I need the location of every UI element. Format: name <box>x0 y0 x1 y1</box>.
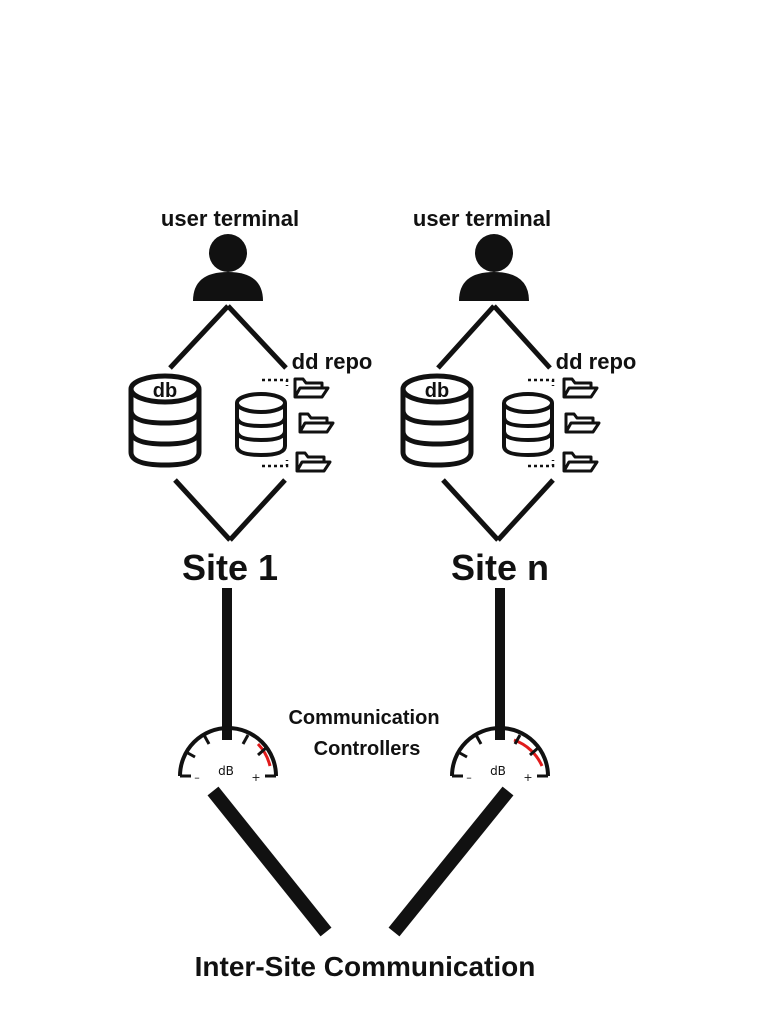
site-1-user-terminal-label: user terminal <box>161 206 299 231</box>
site-n-db-label: db <box>425 380 449 402</box>
site-1-folder-icon <box>298 412 335 434</box>
inter-site-link-right <box>388 786 514 937</box>
site-1-link-right-top <box>226 304 288 370</box>
site-1-db-label: db <box>153 380 177 402</box>
site-1-repo-connector-top <box>262 378 289 386</box>
site-n-user-icon <box>459 234 529 301</box>
site-n-gauge-unit: dB <box>490 764 506 778</box>
site-1-gauge-minus: – <box>194 771 200 784</box>
site-n-gauge-minus: – <box>466 771 472 784</box>
site-n-dd-repo-label: dd repo <box>556 349 637 374</box>
site-n-link-left-top <box>436 304 496 370</box>
site-1-folder-icon <box>293 377 330 399</box>
site-n-repo-database-icon <box>502 392 554 458</box>
site-1-dd-repo-label: dd repo <box>292 349 373 374</box>
inter-site-link-left <box>207 786 332 937</box>
inter-site-communication-label: Inter-Site Communication <box>195 951 536 982</box>
site-1-user-icon <box>193 234 263 301</box>
site-n-folder-icon <box>564 412 601 434</box>
site-1-link-left-top <box>168 304 230 370</box>
site-1-link-right-bottom <box>228 478 287 542</box>
site-n-gauge-icon <box>450 726 550 778</box>
site-1-gauge-plus: + <box>251 771 260 784</box>
site-1-label: Site 1 <box>182 547 278 588</box>
site-1-gauge-unit: dB <box>218 764 234 778</box>
site-n-group: user terminal dd repo db <box>400 206 637 784</box>
site-n-label: Site n <box>451 547 549 588</box>
controllers-label-line-2: Controllers <box>314 738 421 760</box>
site-n-user-terminal-label: user terminal <box>413 206 551 231</box>
site-n-link-right-top <box>492 304 552 370</box>
site-n-folder-icon <box>562 377 599 399</box>
site-n-db-icon <box>400 373 474 468</box>
site-1-group: user terminal dd repo db <box>128 206 373 784</box>
site-1-folder-icon <box>295 451 332 473</box>
site-n-link-right-bottom <box>496 478 555 542</box>
site-1-repo-database-icon <box>235 392 287 458</box>
site-n-link-left-bottom <box>441 478 500 542</box>
site-n-repo-connector-top <box>528 378 555 386</box>
site-1-link-left-bottom <box>173 478 232 542</box>
site-1-repo-connector-bottom <box>262 460 289 468</box>
site-1-gauge-icon <box>178 726 278 778</box>
site-n-folder-icon <box>562 451 599 473</box>
site-1-db-icon <box>128 373 202 468</box>
controllers-label-line-1: Communication <box>288 707 439 729</box>
site-n-gauge-plus: + <box>523 771 532 784</box>
site-n-repo-connector-bottom <box>528 460 555 468</box>
